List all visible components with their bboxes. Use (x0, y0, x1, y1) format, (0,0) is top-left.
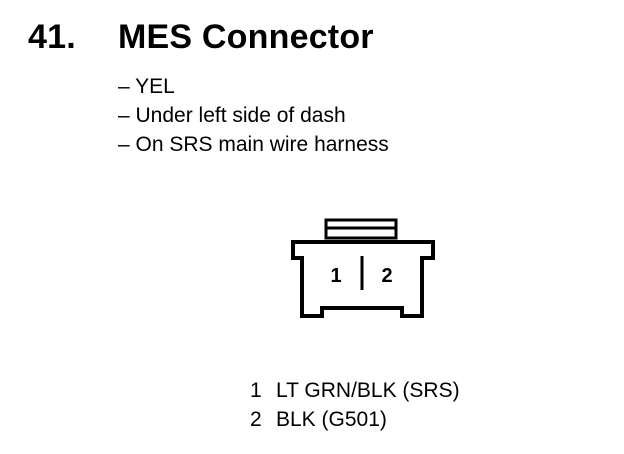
pin-wire: BLK (G501) (276, 408, 387, 431)
pin-wire: LT GRN/BLK (SRS) (276, 379, 460, 402)
page-title: 41. MES Connector (28, 18, 374, 57)
note-harness: – On SRS main wire harness (118, 133, 389, 156)
pinout-list: 1 LT GRN/BLK (SRS) 2 BLK (G501) (250, 376, 460, 434)
cavity-label-2: 2 (381, 265, 392, 287)
pin-row: 2 BLK (G501) (250, 405, 460, 434)
note-location: – Under left side of dash (118, 104, 346, 127)
note-color: – YEL (118, 75, 175, 98)
cavity-label-1: 1 (330, 265, 341, 287)
pin-row: 1 LT GRN/BLK (SRS) (250, 376, 460, 405)
pin-number: 2 (250, 408, 262, 431)
section-title: MES Connector (118, 18, 374, 56)
pin-number: 1 (250, 379, 262, 402)
connector-diagram: 1 2 (291, 218, 435, 318)
connector-notes: – YEL – Under left side of dash – On SRS… (118, 72, 389, 159)
section-number: 41. (28, 18, 76, 56)
